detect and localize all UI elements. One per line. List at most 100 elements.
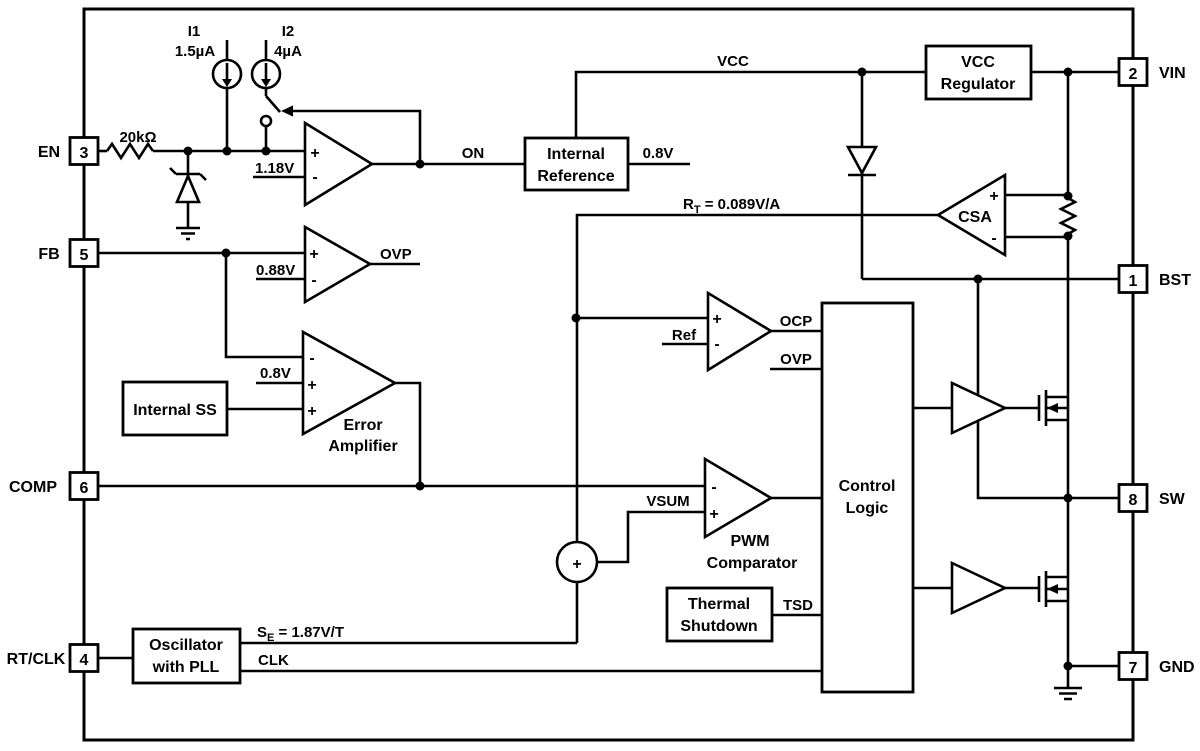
- en-zener-diode: [169, 167, 207, 204]
- svg-text:Regulator: Regulator: [941, 76, 1016, 93]
- pin-vin: 2 VIN: [1117, 57, 1186, 87]
- pin-label-comp: COMP: [9, 479, 57, 496]
- svg-text:4: 4: [80, 652, 89, 669]
- junction-dots: [183, 67, 1073, 671]
- en-switch-blade: [265, 95, 281, 113]
- low-side-gate-driver: [950, 560, 1009, 616]
- i2-value-label: 4µA: [274, 43, 302, 60]
- ground-symbol-power: [1054, 686, 1082, 701]
- input-polarity-signs: + - + - - + + + - - + + -: [307, 145, 998, 523]
- ground-symbol-en-zener: [176, 226, 200, 241]
- svg-text:Reference: Reference: [537, 168, 614, 185]
- svg-text:8: 8: [1129, 492, 1138, 509]
- ovp-threshold-label: 0.88V: [256, 262, 295, 279]
- svg-text:-: -: [312, 169, 317, 186]
- svg-text:+: +: [307, 377, 316, 394]
- internal-ref-output-label: 0.8V: [643, 145, 674, 162]
- block-oscillator: Oscillator with PLL: [131, 627, 242, 685]
- block-vcc-regulator: VCC Regulator: [924, 44, 1033, 101]
- summing-junction: +: [555, 540, 599, 584]
- current-source-i1: [211, 58, 243, 90]
- svg-text:Internal SS: Internal SS: [133, 402, 217, 419]
- mosfet-body-arrow-icon: [1047, 403, 1058, 413]
- error-amplifier: [301, 329, 398, 437]
- ovp-comparator: [303, 224, 373, 305]
- pin-label-sw: SW: [1159, 491, 1186, 508]
- i2-name-label: I2: [282, 23, 295, 40]
- error-amplifier-label-2: Amplifier: [328, 438, 397, 455]
- svg-text:+: +: [310, 145, 319, 162]
- svg-text:Shutdown: Shutdown: [680, 618, 757, 635]
- i1-value-label: 1.5µA: [175, 43, 215, 60]
- en-comparator: [303, 120, 375, 208]
- current-sense-amplifier: [935, 172, 1007, 258]
- ic-boundary: [82, 7, 1135, 742]
- feedback-arrow-icon: [281, 105, 293, 117]
- wires: [97, 40, 1119, 688]
- svg-text:VCC: VCC: [961, 54, 995, 71]
- vsum-signal-label: VSUM: [646, 493, 689, 510]
- block-control-logic: Control Logic: [820, 301, 915, 694]
- en-switch-contact: [259, 114, 273, 128]
- pin-label-rtclk: RT/CLK: [7, 651, 66, 668]
- pin-bst: 1 BST: [1117, 264, 1191, 294]
- arrow-down-icon: [261, 79, 271, 87]
- svg-text:Thermal: Thermal: [688, 596, 750, 613]
- tsd-signal-label: TSD: [783, 597, 813, 614]
- csa-label: CSA: [958, 209, 992, 226]
- block-internal-reference: Internal Reference: [523, 136, 630, 192]
- csa-gain-label: RT = 0.089V/A: [683, 196, 780, 216]
- svg-text:-: -: [711, 479, 716, 496]
- high-side-gate-driver: [950, 380, 1009, 436]
- ocp-reference-label: Ref: [672, 327, 697, 344]
- ocp-signal-label: OCP: [780, 313, 813, 330]
- svg-text:6: 6: [80, 480, 89, 497]
- svg-text:2: 2: [1129, 66, 1138, 83]
- i1-name-label: I1: [188, 23, 201, 40]
- svg-text:+: +: [989, 188, 998, 205]
- pin-label-gnd: GND: [1159, 659, 1195, 676]
- svg-text:-: -: [311, 272, 316, 289]
- mosfet-body-arrow-icon: [1047, 584, 1058, 594]
- pwm-comparator-label-2: Comparator: [707, 555, 798, 572]
- on-signal-label: ON: [462, 145, 485, 162]
- ovp-control-in-label: OVP: [780, 351, 812, 368]
- svg-text:7: 7: [1129, 660, 1138, 677]
- ea-reference-label: 0.8V: [260, 365, 291, 382]
- svg-text:+: +: [572, 556, 581, 573]
- high-side-mosfet: [1005, 390, 1068, 426]
- svg-text:+: +: [709, 506, 718, 523]
- current-source-i2: [250, 58, 282, 90]
- svg-text:1: 1: [1129, 273, 1138, 290]
- pwm-comparator-label-1: PWM: [730, 533, 769, 550]
- block-internal-ss: Internal SS: [121, 380, 229, 437]
- vcc-signal-label: VCC: [717, 53, 749, 70]
- en-resistor-label: 20kΩ: [119, 129, 156, 146]
- svg-text:+: +: [307, 403, 316, 420]
- svg-text:Oscillator: Oscillator: [149, 637, 223, 654]
- low-side-mosfet: [1005, 571, 1068, 607]
- arrow-down-icon: [222, 79, 232, 87]
- svg-text:Control: Control: [839, 478, 896, 495]
- pin-fb: 5 FB: [38, 238, 100, 268]
- ocp-comparator: [706, 290, 774, 373]
- pwm-comparator: [703, 456, 774, 540]
- svg-text:+: +: [309, 246, 318, 263]
- pin-label-vin: VIN: [1159, 65, 1186, 82]
- en-resistor-symbol: [105, 141, 155, 161]
- pin-en: 3 EN: [38, 136, 100, 166]
- en-threshold-label: 1.18V: [255, 160, 294, 177]
- slope-comp-label: SE = 1.87V/T: [257, 624, 344, 644]
- pin-sw: 8 SW: [1117, 483, 1186, 513]
- pin-label-en: EN: [38, 144, 60, 161]
- svg-text:-: -: [714, 336, 719, 353]
- svg-text:5: 5: [80, 247, 89, 264]
- svg-text:-: -: [991, 230, 996, 247]
- sense-resistor-symbol: [1058, 196, 1078, 236]
- pin-label-fb: FB: [38, 246, 59, 263]
- svg-text:Logic: Logic: [846, 500, 889, 517]
- pin-gnd: 7 GND: [1117, 651, 1195, 681]
- pin-label-bst: BST: [1159, 272, 1191, 289]
